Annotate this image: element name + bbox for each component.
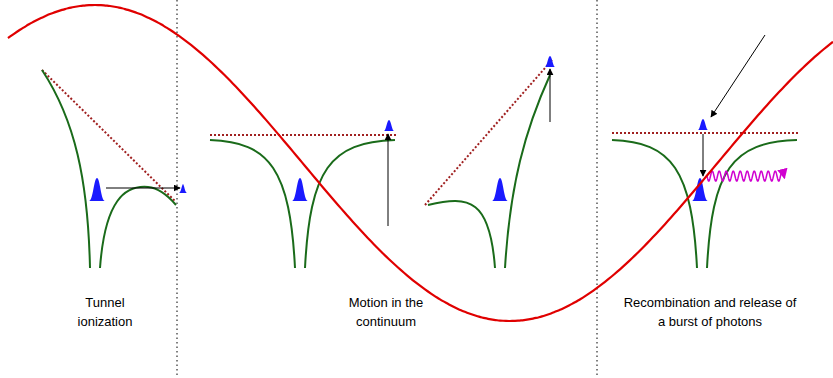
divider: [597, 0, 598, 378]
step-label: Recombination and release of a burst of …: [621, 293, 799, 331]
field-lines: [42, 60, 798, 205]
photon-wave: [707, 171, 785, 181]
wave-packets: [89, 56, 708, 201]
potential-curves: [42, 70, 797, 268]
motion-arrows: [106, 35, 765, 226]
step-label: Tunnel ionization: [72, 293, 138, 331]
step-label: Motion in the continuum: [340, 293, 432, 331]
laser-field: [8, 5, 833, 321]
divider: [177, 0, 178, 378]
